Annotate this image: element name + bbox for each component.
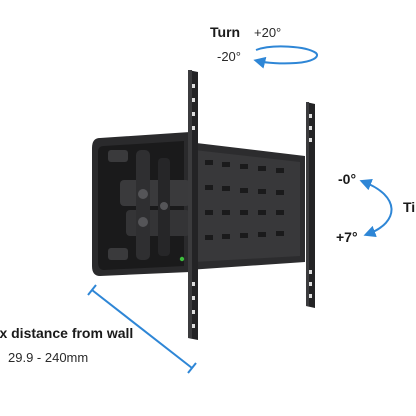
distance-title: Max distance from wall: [0, 325, 134, 341]
tilt-arrow-icon: [359, 179, 393, 238]
tilt-title: Tilt: [403, 199, 416, 215]
distance-value: 29.9 - 240mm: [8, 350, 89, 365]
distance-dimension-icon: [87, 284, 197, 374]
left-vertical-rail: [188, 70, 198, 340]
status-led: [179, 256, 185, 262]
tilt-top-angle: -0°: [338, 171, 357, 187]
right-vertical-rail: [306, 102, 315, 308]
turn-negative-angle: -20°: [217, 49, 241, 64]
articulating-arm: [120, 150, 190, 260]
turn-arrow-icon: [253, 45, 318, 69]
turn-positive-angle: +20°: [254, 25, 282, 40]
tv-adapter-plate: [188, 142, 305, 270]
tilt-bottom-angle: +7°: [336, 229, 358, 245]
turn-title: Turn: [210, 24, 241, 40]
